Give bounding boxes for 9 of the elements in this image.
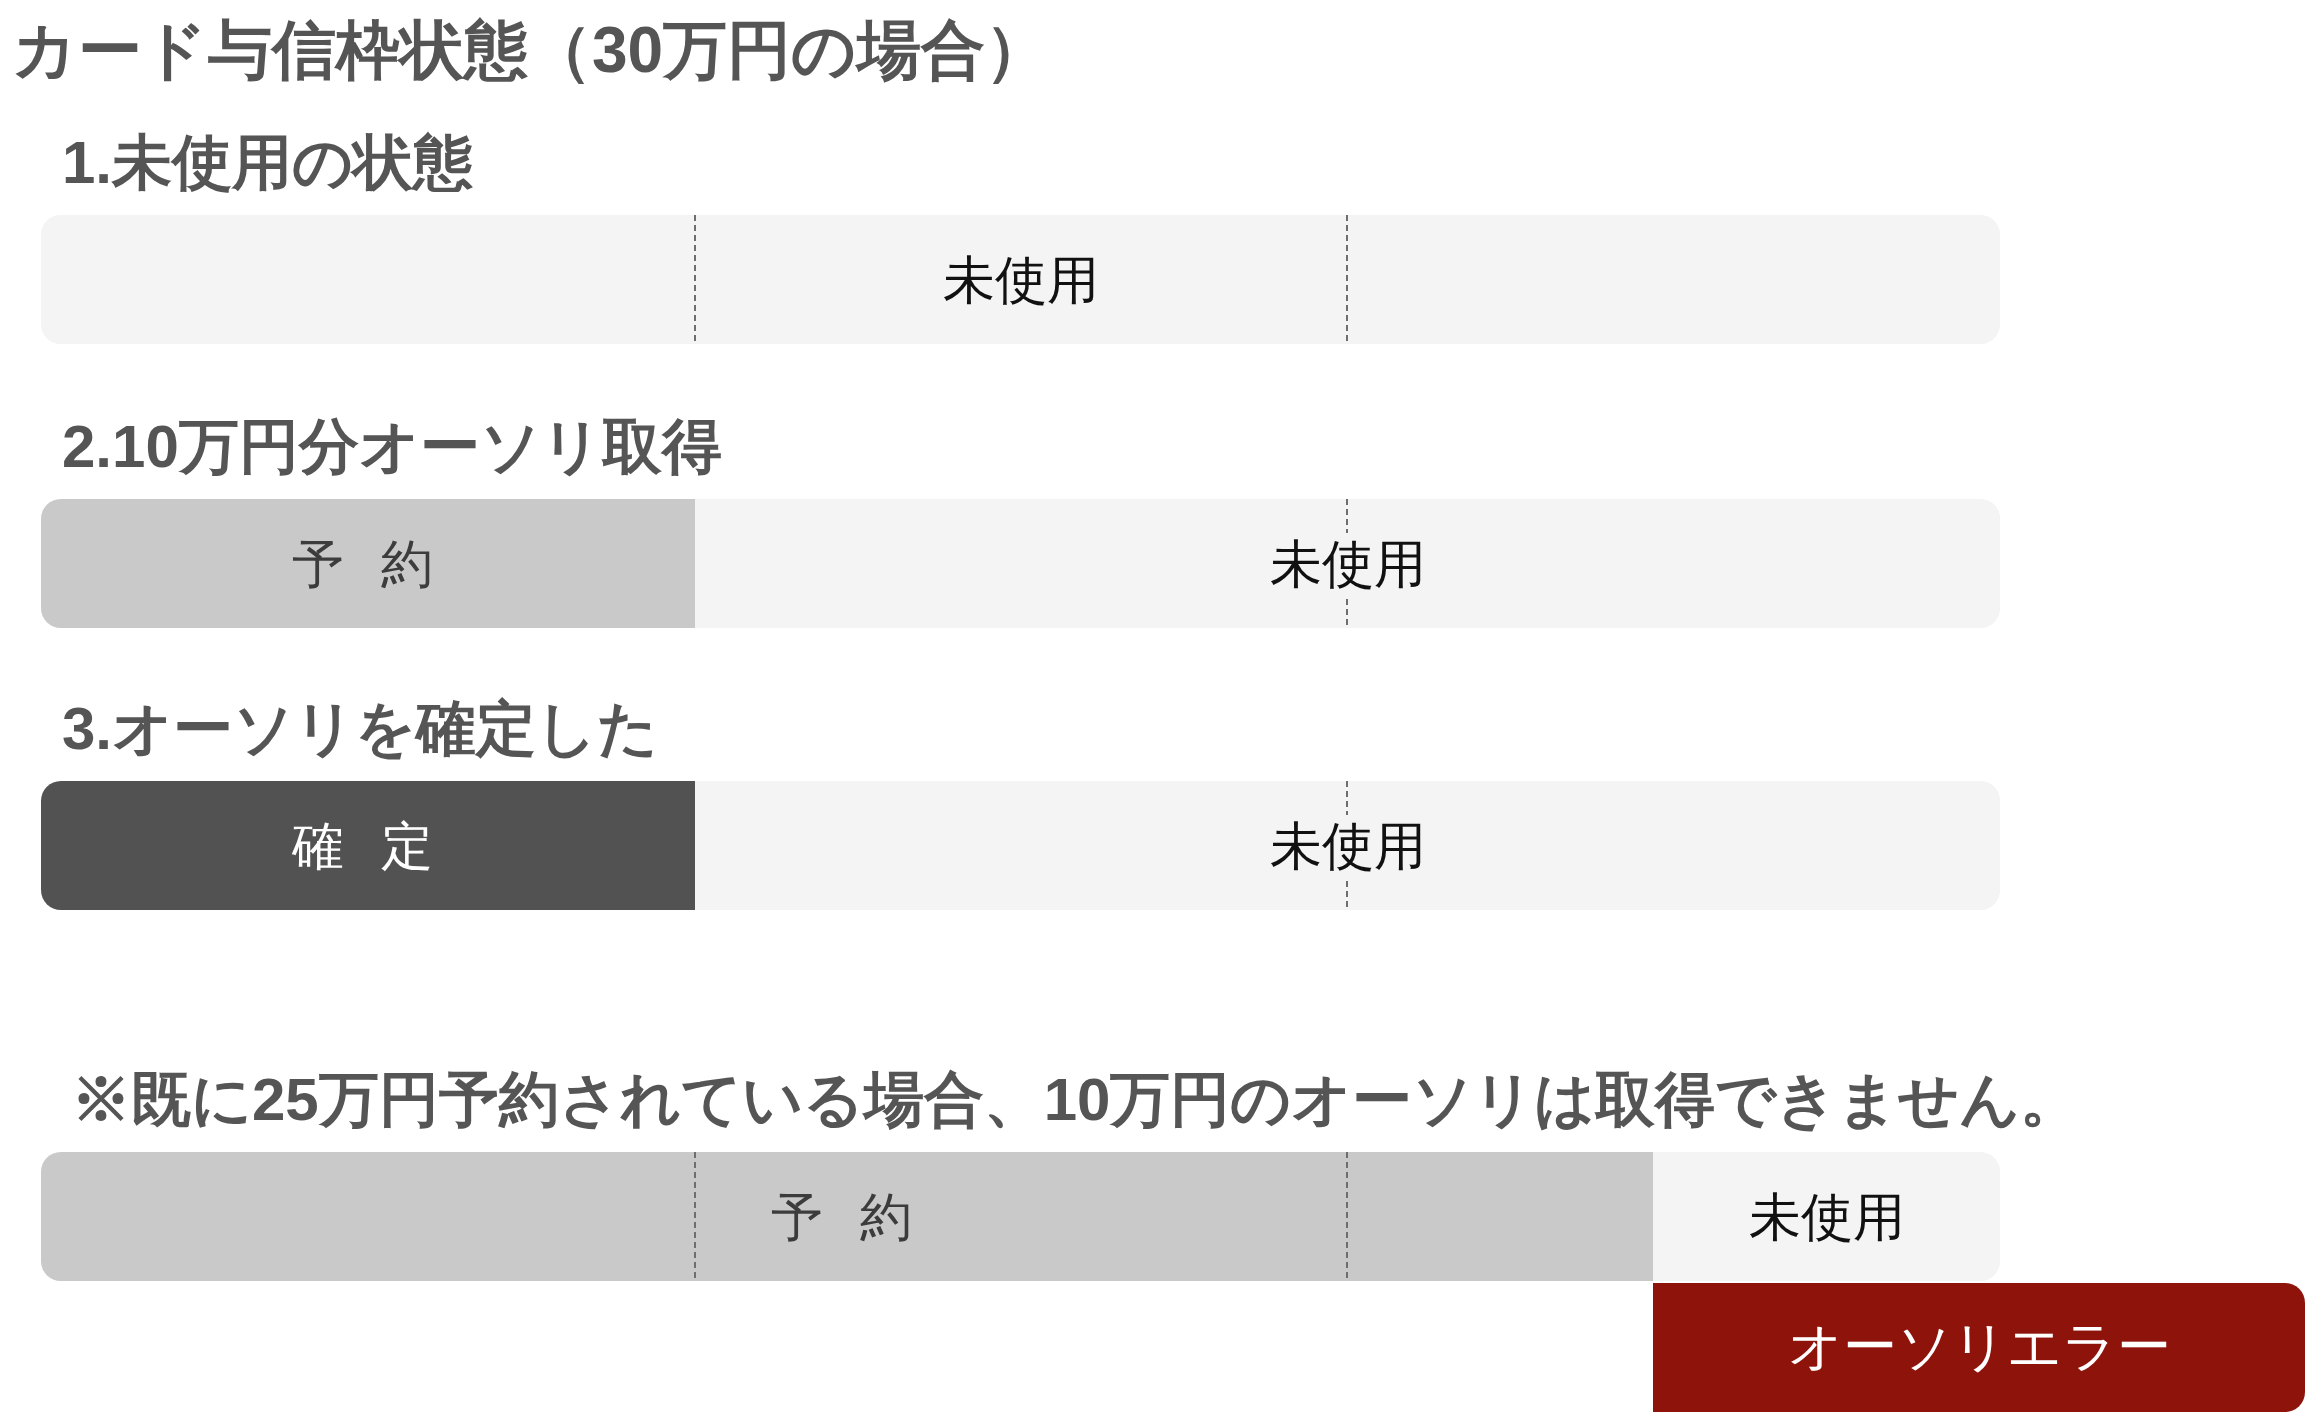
title: カード与信枠状態（30万円の場合）	[12, 13, 1050, 88]
bar-segment: 確 定	[41, 781, 695, 910]
heading: 2.10万円分オーソリ取得	[62, 412, 722, 482]
bar-segment: 予 約	[41, 499, 695, 628]
heading: 1.未使用の状態	[62, 128, 474, 198]
bar-segment: 予 約	[41, 1152, 1653, 1281]
error-box: オーソリエラー	[1653, 1283, 2305, 1412]
heading: 3.オーソリを確定した	[62, 694, 659, 764]
heading: ※既に25万円予約されている場合、10万円のオーソリは取得できません。	[71, 1065, 2081, 1135]
